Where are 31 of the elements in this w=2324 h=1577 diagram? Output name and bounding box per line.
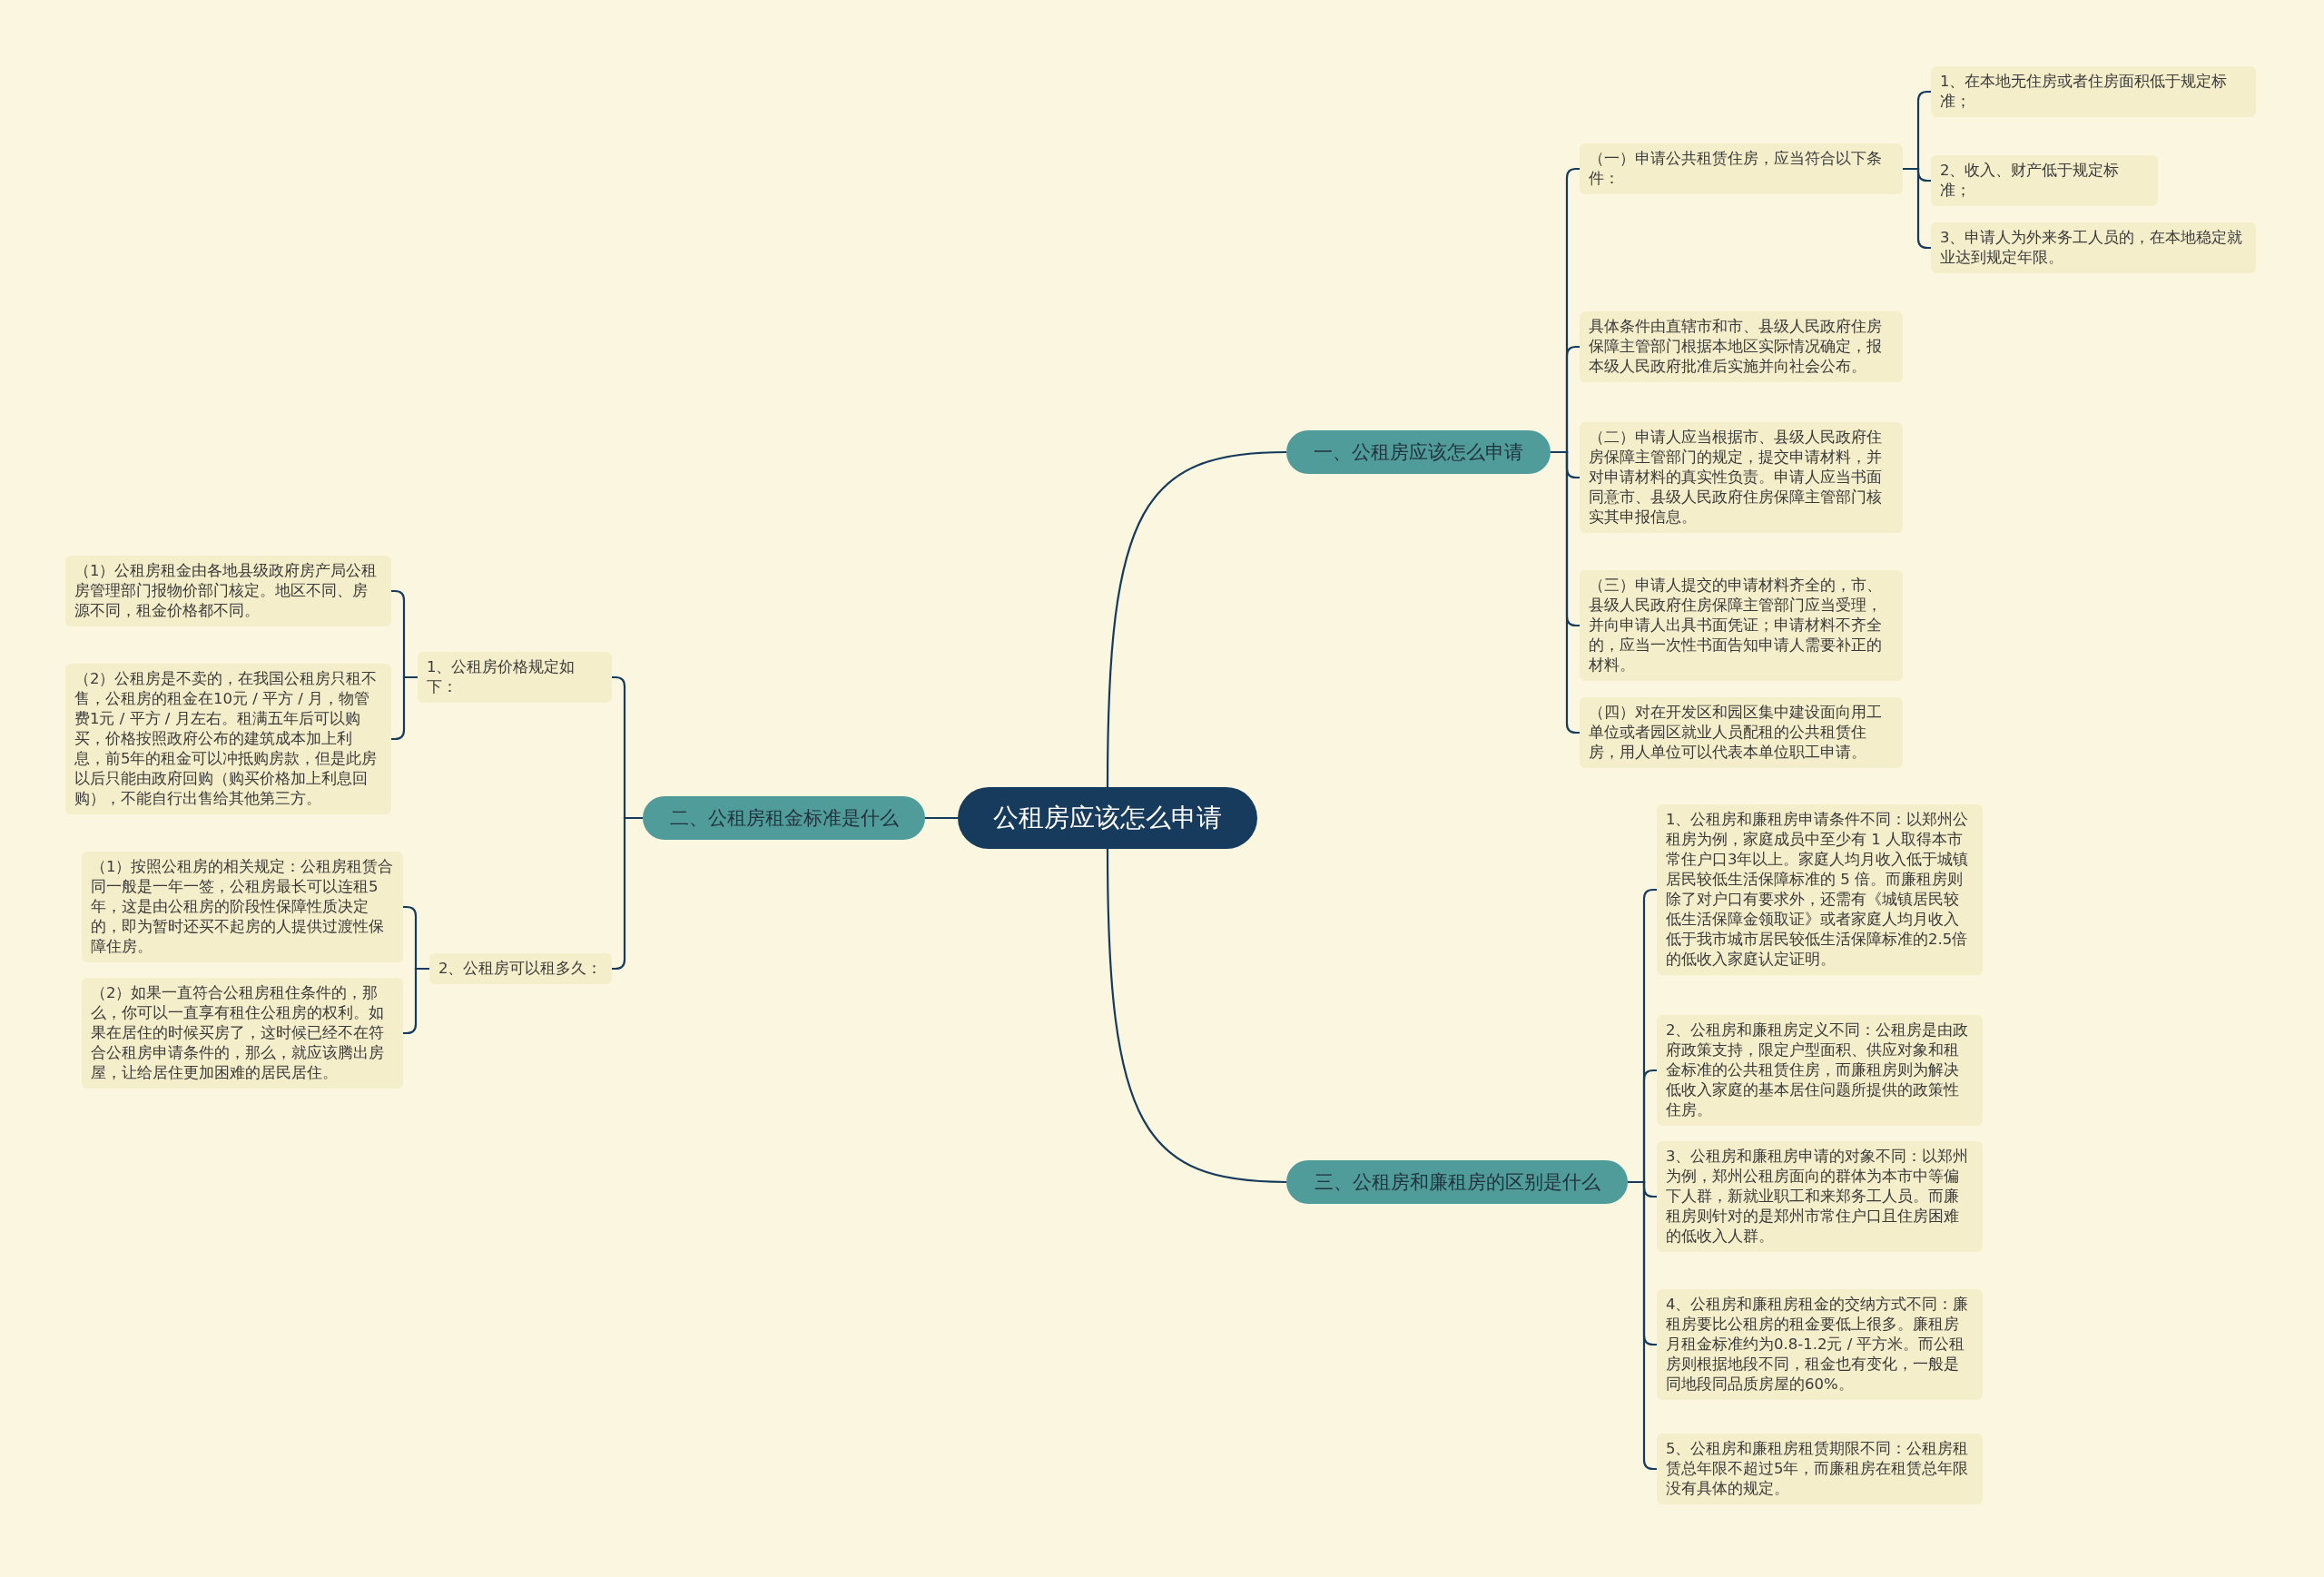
topic-box: 4、公租房和廉租房租金的交纳方式不同：廉租房要比公租房的租金要低上很多。廉租房月租金标准约为0.8-1.2元 / 平方米。而公租房则根据地段不同，租金也有变化，一般是同地段同品质房屋的60%。 [1657,1289,1983,1400]
topic-box: （1）按照公租房的相关规定：公租房租赁合同一般是一年一签，公租房最长可以连租5年，这是由公租房的阶段性保障性质决定的，即为暂时还买不起房的人提供过渡性保障住房。 [82,852,403,962]
connector-line [1106,450,1287,787]
topic-box: （2）公租房是不卖的，在我国公租房只租不售，公租房的租金在10元 / 平方 / 月，物管费1元 / 平方 / 月左右。租满五年后可以购买，价格按照政府公布的建筑成本加上利息，前5年的租金可以冲抵购房款，但是此房以后只能由政府回购（购买价格加上利息回购），不能自行出售给其他第三方。 [65,664,391,814]
connector-line [391,675,418,741]
connector-line [1903,167,1931,250]
topic-box: （2）如果一直符合公租房租住条件的，那么，你可以一直享有租住公租房的权利。如果在居住的时候买房了，这时候已经不在符合公租房申请条件的，那么，就应该腾出房屋，让给居住更加困难的居民居住。 [82,978,403,1089]
topic-box: 1、在本地无住房或者住房面积低于规定标准； [1931,66,2256,117]
topic-box: 1、公租房和廉租房申请条件不同：以郑州公租房为例，家庭成员中至少有 1 人取得本市常住户口3年以上。家庭人均月收入低于城镇居民较低生活保障标准的 5 倍。而廉租房则除了对户口有要求外，还需有《城镇居民较低生活保障金领取证》或者家庭人均月收入低于我市城市居民较低生活保障标准的2.5倍的低收入家庭认定证明。 [1657,804,1983,975]
topic-box: 1、公租房价格规定如下： [418,652,612,703]
topic-box: （二）申请人应当根据市、县级人民政府住房保障主管部门的规定，提交申请材料，并对申请材料的真实性负责。申请人应当书面同意市、县级人民政府住房保障主管部门核实其申报信息。 [1580,422,1903,533]
topic-box: 2、公租房和廉租房定义不同：公租房是由政府政策支持，限定户型面积、供应对象和租金标准的公共租赁住房，而廉租房则为解决低收入家庭的基本居住问题所提供的政策性住房。 [1657,1015,1983,1126]
topic-box: 3、申请人为外来务工人员的，在本地稳定就业达到规定年限。 [1931,222,2256,273]
topic-box: 2、公租房可以租多久： [429,953,612,984]
topic-box: 3、公租房和廉租房申请的对象不同：以郑州为例，郑州公租房面向的群体为本市中等偏下人群，新就业职工和来郑务工人员。而廉租房则针对的是郑州市常住户口且住房困难的低收入人群。 [1657,1141,1983,1252]
topic-box: （三）申请人提交的申请材料齐全的，市、县级人民政府住房保障主管部门应当受理，并向申请人出具书面凭证；申请材料不齐全的，应当一次性书面告知申请人需要补正的材料。 [1580,570,1903,681]
root-topic: 公租房应该怎么申请 [958,787,1257,849]
connector-line [925,816,958,820]
topic-box: 2、收入、财产低于规定标准； [1931,155,2158,206]
branch-topic: 一、公租房应该怎么申请 [1286,430,1551,474]
topic-box: 5、公租房和廉租房租赁期限不同：公租房租赁总年限不超过5年，而廉租房在租赁总年限没有具体的规定。 [1657,1434,1983,1504]
topic-box: （一）申请公共租赁住房，应当符合以下条件： [1580,143,1903,194]
connector-line [1628,1180,1657,1471]
connector-line [403,967,429,1035]
topic-box: 具体条件由直辖市和市、县级人民政府住房保障主管部门根据本地区实际情况确定，报本级人民政府批准后实施并向社会公布。 [1580,311,1903,382]
topic-box: （1）公租房租金由各地县级政府房产局公租房管理部门报物价部门核定。地区不同、房源不同，租金价格都不同。 [65,556,391,626]
connector-line [1551,450,1580,734]
branch-topic: 二、公租房租金标准是什么 [643,796,925,840]
connector-line [1106,849,1287,1184]
topic-box: （四）对在开发区和园区集中建设面向用工单位或者园区就业人员配租的公共租赁住房，用人单位可以代表本单位职工申请。 [1580,697,1903,768]
branch-topic: 三、公租房和廉租房的区别是什么 [1286,1160,1628,1204]
